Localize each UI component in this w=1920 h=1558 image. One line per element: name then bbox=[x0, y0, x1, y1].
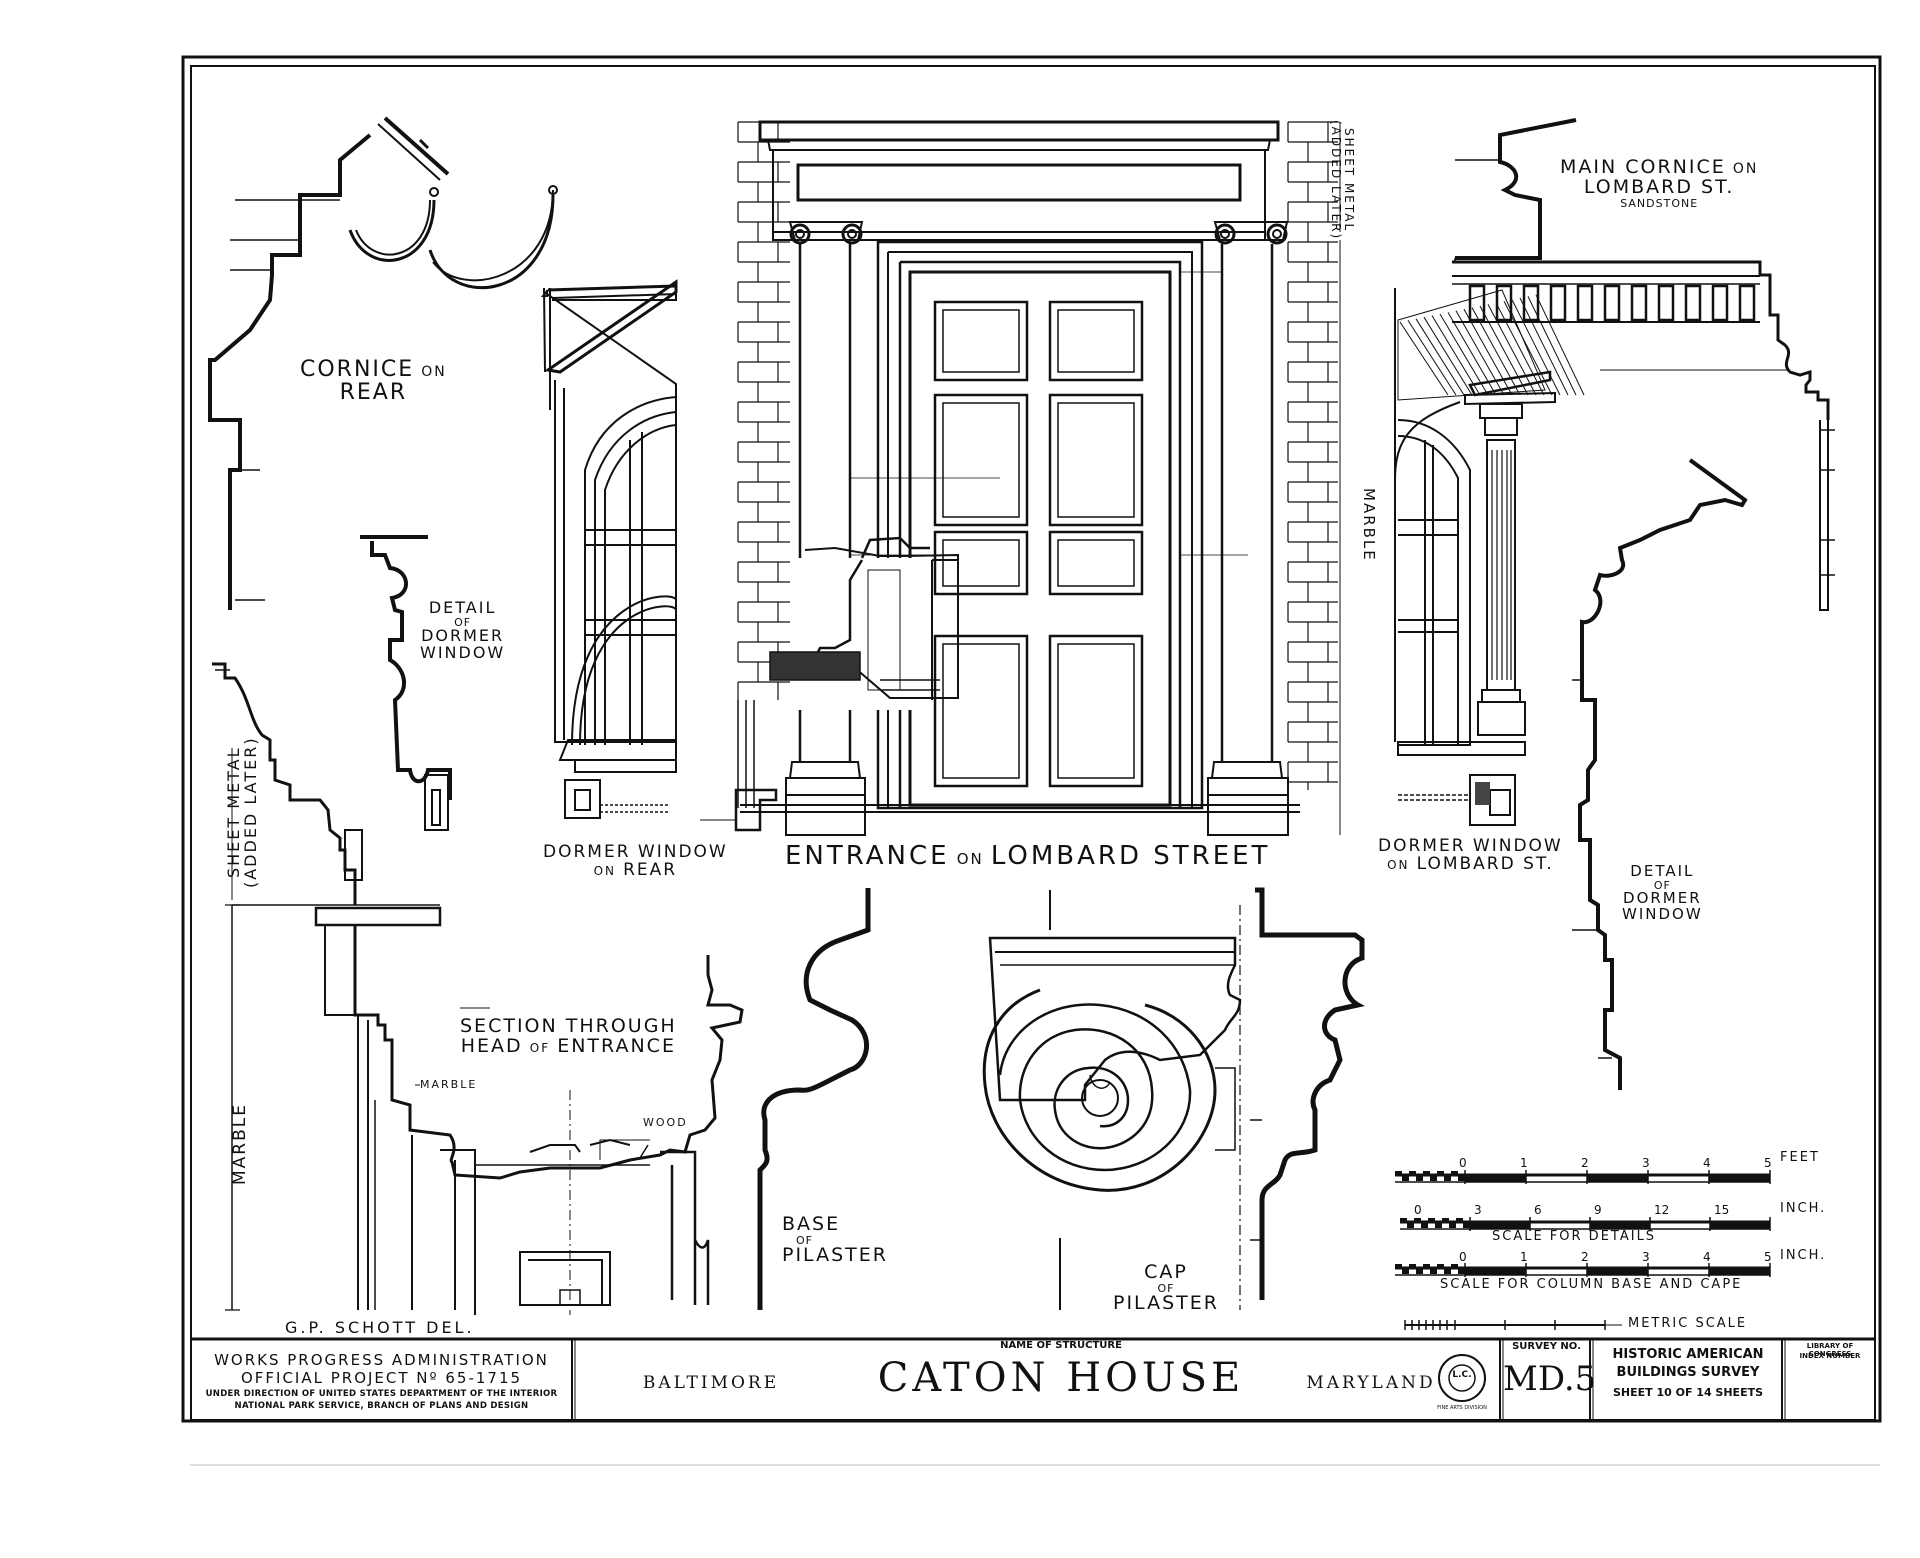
name-of-structure-caption: NAME OF STRUCTURE bbox=[1000, 1340, 1122, 1351]
brick-wall-left bbox=[737, 121, 790, 700]
scale-tick-label: 0 bbox=[1459, 1250, 1467, 1264]
section-head-entrance bbox=[314, 906, 744, 1315]
title-block: WORKS PROGRESS ADMINISTRATION OFFICIAL P… bbox=[191, 1339, 1875, 1421]
scale-column-bar bbox=[1395, 1263, 1771, 1277]
dormer-lombard-label: DORMER WINDOW ON LOMBARD ST. bbox=[1378, 836, 1563, 874]
dormer-rear-label: DORMER WINDOW ON REAR bbox=[543, 842, 728, 880]
entrance-label: ENTRANCE ON LOMBARD STREET bbox=[785, 841, 1271, 871]
scale-column-caption: SCALE FOR COLUMN BASE AND CAPE bbox=[1440, 1277, 1743, 1292]
scale-feet-bar bbox=[1395, 1170, 1771, 1184]
agency-line-2: OFFICIAL PROJECT Nº 65-1715 bbox=[240, 1369, 523, 1387]
scale-tick-label: 5 bbox=[1764, 1156, 1772, 1170]
habs-line-1: HISTORIC AMERICAN bbox=[1612, 1347, 1764, 1362]
section-head-label: SECTION THROUGH HEAD OF ENTRANCE bbox=[460, 1015, 677, 1057]
entrance-elevation bbox=[700, 120, 1341, 836]
scale-tick-label: 3 bbox=[1642, 1250, 1650, 1264]
agency-line-4: NATIONAL PARK SERVICE, BRANCH OF PLANS A… bbox=[234, 1401, 529, 1411]
left-ionic-capital bbox=[788, 221, 864, 245]
scale-column-unit: INCH. bbox=[1780, 1248, 1827, 1263]
scale-feet-unit: FEET bbox=[1780, 1150, 1820, 1165]
scale-tick-label: 15 bbox=[1714, 1203, 1730, 1217]
agency-line-3: UNDER DIRECTION OF UNITED STATES DEPARTM… bbox=[205, 1389, 558, 1399]
scale-tick-label: 12 bbox=[1654, 1203, 1670, 1217]
main-cornice-label: MAIN CORNICE ON LOMBARD ST. SANDSTONE bbox=[1560, 156, 1759, 210]
scale-tick-label: 3 bbox=[1642, 1156, 1650, 1170]
door-head-section bbox=[769, 536, 959, 710]
dormer-detail-left-profile bbox=[360, 535, 452, 831]
scale-tick-label: 0 bbox=[1414, 1203, 1422, 1217]
scale-metric-bar bbox=[1404, 1320, 1622, 1330]
brick-wall-right bbox=[1287, 121, 1338, 790]
cap-pilaster-label: CAP OF PILASTER bbox=[1113, 1261, 1219, 1315]
delineator-label: G.P. SCHOTT DEL. bbox=[285, 1318, 475, 1337]
right-ionic-capital bbox=[1213, 221, 1289, 245]
door-panels bbox=[933, 300, 1144, 788]
scale-details-caption: SCALE FOR DETAILS bbox=[1492, 1229, 1657, 1244]
scale-tick-label: 6 bbox=[1534, 1203, 1542, 1217]
state-name: MARYLAND bbox=[1306, 1373, 1436, 1393]
sheet-metal-profile bbox=[212, 662, 440, 906]
seal-text: L.C. bbox=[1452, 1370, 1472, 1380]
habs-line-2: BUILDINGS SURVEY bbox=[1616, 1365, 1760, 1380]
cap-pilaster-profile bbox=[1250, 887, 1365, 1300]
marble-left-label: MARBLE bbox=[230, 1103, 250, 1185]
scale-tick-label: 4 bbox=[1703, 1156, 1711, 1170]
loc-line-1: LIBRARY OF CONGRESS bbox=[1806, 1342, 1854, 1358]
seal-ring-text: FINE ARTS DIVISION bbox=[1437, 1405, 1487, 1411]
detail-dormer-right-label: DETAIL OF DORMER WINDOW bbox=[1622, 862, 1703, 924]
scale-tick-label: 3 bbox=[1474, 1203, 1482, 1217]
scale-details-unit: INCH. bbox=[1780, 1201, 1827, 1216]
agency-line-1: WORKS PROGRESS ADMINISTRATION bbox=[214, 1351, 549, 1369]
dormer-detail-right-profile bbox=[1572, 458, 1748, 1090]
scale-tick-label: 9 bbox=[1594, 1203, 1602, 1217]
main-cornice-profile bbox=[1452, 118, 1835, 611]
detail-dormer-left-label: DETAIL OF DORMER WINDOW bbox=[420, 598, 506, 663]
cornice-rear-label: CORNICE ON REAR bbox=[300, 357, 447, 406]
cap-pilaster-elevation bbox=[982, 890, 1242, 1310]
survey-number: MD.5 bbox=[1503, 1359, 1597, 1399]
scale-details-bar bbox=[1400, 1217, 1771, 1231]
wood-label: WOOD bbox=[643, 1116, 688, 1129]
sheet-metal-left-label: SHEET METAL (ADDED LATER) bbox=[224, 736, 260, 888]
title-block-frame bbox=[571, 1339, 1786, 1421]
fine-arts-seal bbox=[1438, 1354, 1486, 1402]
structure-name: CATON HOUSE bbox=[877, 1355, 1245, 1401]
sheet-number: SHEET 10 OF 14 SHEETS bbox=[1612, 1386, 1764, 1399]
scale-tick-label: 2 bbox=[1581, 1250, 1589, 1264]
dormer-lombard-elevation bbox=[1394, 288, 1585, 826]
scale-tick-label: 0 bbox=[1459, 1156, 1467, 1170]
sheet-metal-right-label: SHEET METAL (ADDED LATER) bbox=[1329, 120, 1357, 241]
city-name: BALTIMORE bbox=[642, 1373, 780, 1393]
loc-line-2: INDEX NUMBER bbox=[1799, 1352, 1861, 1360]
scale-tick-label: 1 bbox=[1520, 1156, 1528, 1170]
marble-right-label: MARBLE bbox=[1359, 488, 1378, 562]
base-pilaster-profile bbox=[757, 888, 871, 1310]
dormer-rear-elevation bbox=[540, 279, 678, 819]
marble-dimension-line bbox=[225, 904, 240, 1311]
scale-tick-label: 2 bbox=[1581, 1156, 1589, 1170]
scale-tick-label: 4 bbox=[1703, 1250, 1711, 1264]
inner-border bbox=[190, 65, 1876, 1421]
base-pilaster-label: BASE OF PILASTER bbox=[782, 1213, 888, 1267]
marble-small-label: MARBLE bbox=[420, 1078, 478, 1091]
scale-tick-label: 5 bbox=[1764, 1250, 1772, 1264]
scale-tick-label: 1 bbox=[1520, 1250, 1528, 1264]
cornice-rear-profile bbox=[208, 116, 558, 610]
survey-no-caption: SURVEY NO. bbox=[1512, 1341, 1581, 1352]
scale-metric-caption: METRIC SCALE bbox=[1628, 1316, 1748, 1331]
